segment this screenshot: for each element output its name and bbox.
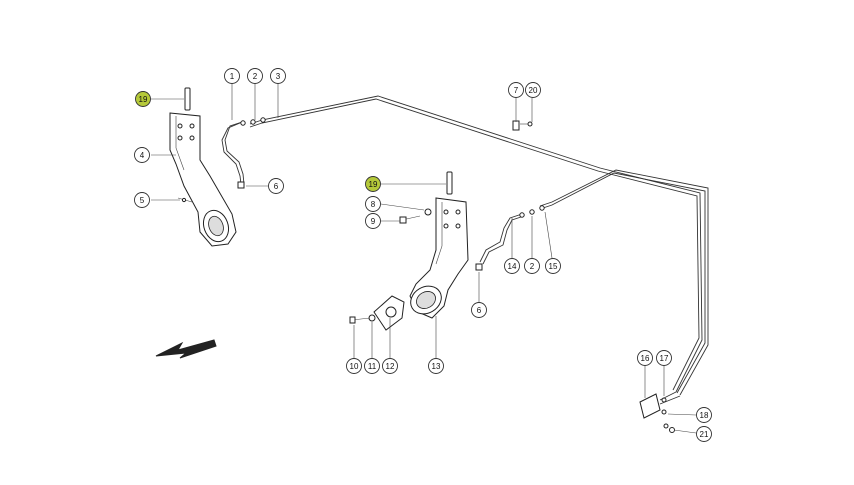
callout-5: 5 <box>134 192 150 208</box>
callout-circle <box>270 68 286 84</box>
callout-number: 13 <box>432 362 441 371</box>
callout-13: 13 <box>428 358 444 374</box>
callout-3: 3 <box>270 68 286 84</box>
callout-21: 21 <box>696 426 712 442</box>
callout-19: 19 <box>365 176 381 192</box>
callout-number: 17 <box>660 354 669 363</box>
callout-circle <box>545 258 561 274</box>
left-fittings <box>240 117 266 126</box>
callout-number: 16 <box>641 354 650 363</box>
callout-16: 16 <box>637 350 653 366</box>
right-pedal-bracket <box>399 171 483 319</box>
callout-number: 11 <box>368 362 377 371</box>
callout-circle <box>224 68 240 84</box>
callout-number: 19 <box>369 180 378 189</box>
callout-14: 14 <box>504 258 520 274</box>
callout-circle <box>696 407 712 423</box>
callout-circle <box>524 258 540 274</box>
callout-number: 7 <box>514 86 519 95</box>
callout-number: 20 <box>529 86 538 95</box>
callout-number: 10 <box>350 362 359 371</box>
callout-circle <box>508 82 524 98</box>
clamp-plate <box>349 295 405 331</box>
callout-number: 4 <box>140 151 145 160</box>
callout-circle <box>504 258 520 274</box>
callout-7: 7 <box>508 82 524 98</box>
callout-circle <box>135 91 151 107</box>
leader-lines <box>150 84 697 434</box>
callout-11: 11 <box>364 358 380 374</box>
callout-circle <box>637 350 653 366</box>
callout-circle <box>365 213 381 229</box>
callout-number: 8 <box>371 200 376 209</box>
callout-circle <box>134 192 150 208</box>
callout-number: 21 <box>700 430 709 439</box>
callout-number: 6 <box>477 306 482 315</box>
callout-12: 12 <box>382 358 398 374</box>
callout-circle <box>696 426 712 442</box>
callout-number: 2 <box>530 262 535 271</box>
right-fittings <box>519 205 545 218</box>
callout-number: 9 <box>371 217 376 226</box>
callout-circle <box>428 358 444 374</box>
callout-6: 6 <box>471 302 487 318</box>
callout-circle <box>134 147 150 163</box>
callout-circle <box>471 302 487 318</box>
callout-number: 14 <box>508 262 517 271</box>
callout-19: 19 <box>135 91 151 107</box>
callout-9: 9 <box>365 213 381 229</box>
callout-2: 2 <box>247 68 263 84</box>
callout-number: 6 <box>274 182 279 191</box>
callout-1: 1 <box>224 68 240 84</box>
callout-circle <box>247 68 263 84</box>
callout-number: 19 <box>139 95 148 104</box>
callout-2: 2 <box>524 258 540 274</box>
callout-circle <box>365 196 381 212</box>
callout-15: 15 <box>545 258 561 274</box>
arrow-down-left-icon <box>155 339 217 359</box>
callout-circle <box>364 358 380 374</box>
brake-pipe-lines <box>221 95 709 396</box>
callout-number: 15 <box>549 262 558 271</box>
callout-4: 4 <box>134 147 150 163</box>
callout-10: 10 <box>346 358 362 374</box>
callout-circle <box>268 178 284 194</box>
callout-number: 1 <box>230 72 235 81</box>
callout-number: 18 <box>700 411 709 420</box>
callout-6: 6 <box>268 178 284 194</box>
callout-20: 20 <box>525 82 541 98</box>
callout-circle <box>382 358 398 374</box>
bolt-and-washer <box>512 120 533 131</box>
callout-circle <box>656 350 672 366</box>
callout-circle <box>525 82 541 98</box>
callout-18: 18 <box>696 407 712 423</box>
callout-circle <box>365 176 381 192</box>
callout-17: 17 <box>656 350 672 366</box>
left-pedal-bracket <box>169 87 245 247</box>
callout-circle <box>346 358 362 374</box>
callout-number: 3 <box>276 72 281 81</box>
callout-number: 5 <box>140 196 145 205</box>
callout-number: 2 <box>253 72 258 81</box>
pipe-distributor <box>639 391 681 433</box>
callout-number: 12 <box>386 362 395 371</box>
callout-8: 8 <box>365 196 381 212</box>
